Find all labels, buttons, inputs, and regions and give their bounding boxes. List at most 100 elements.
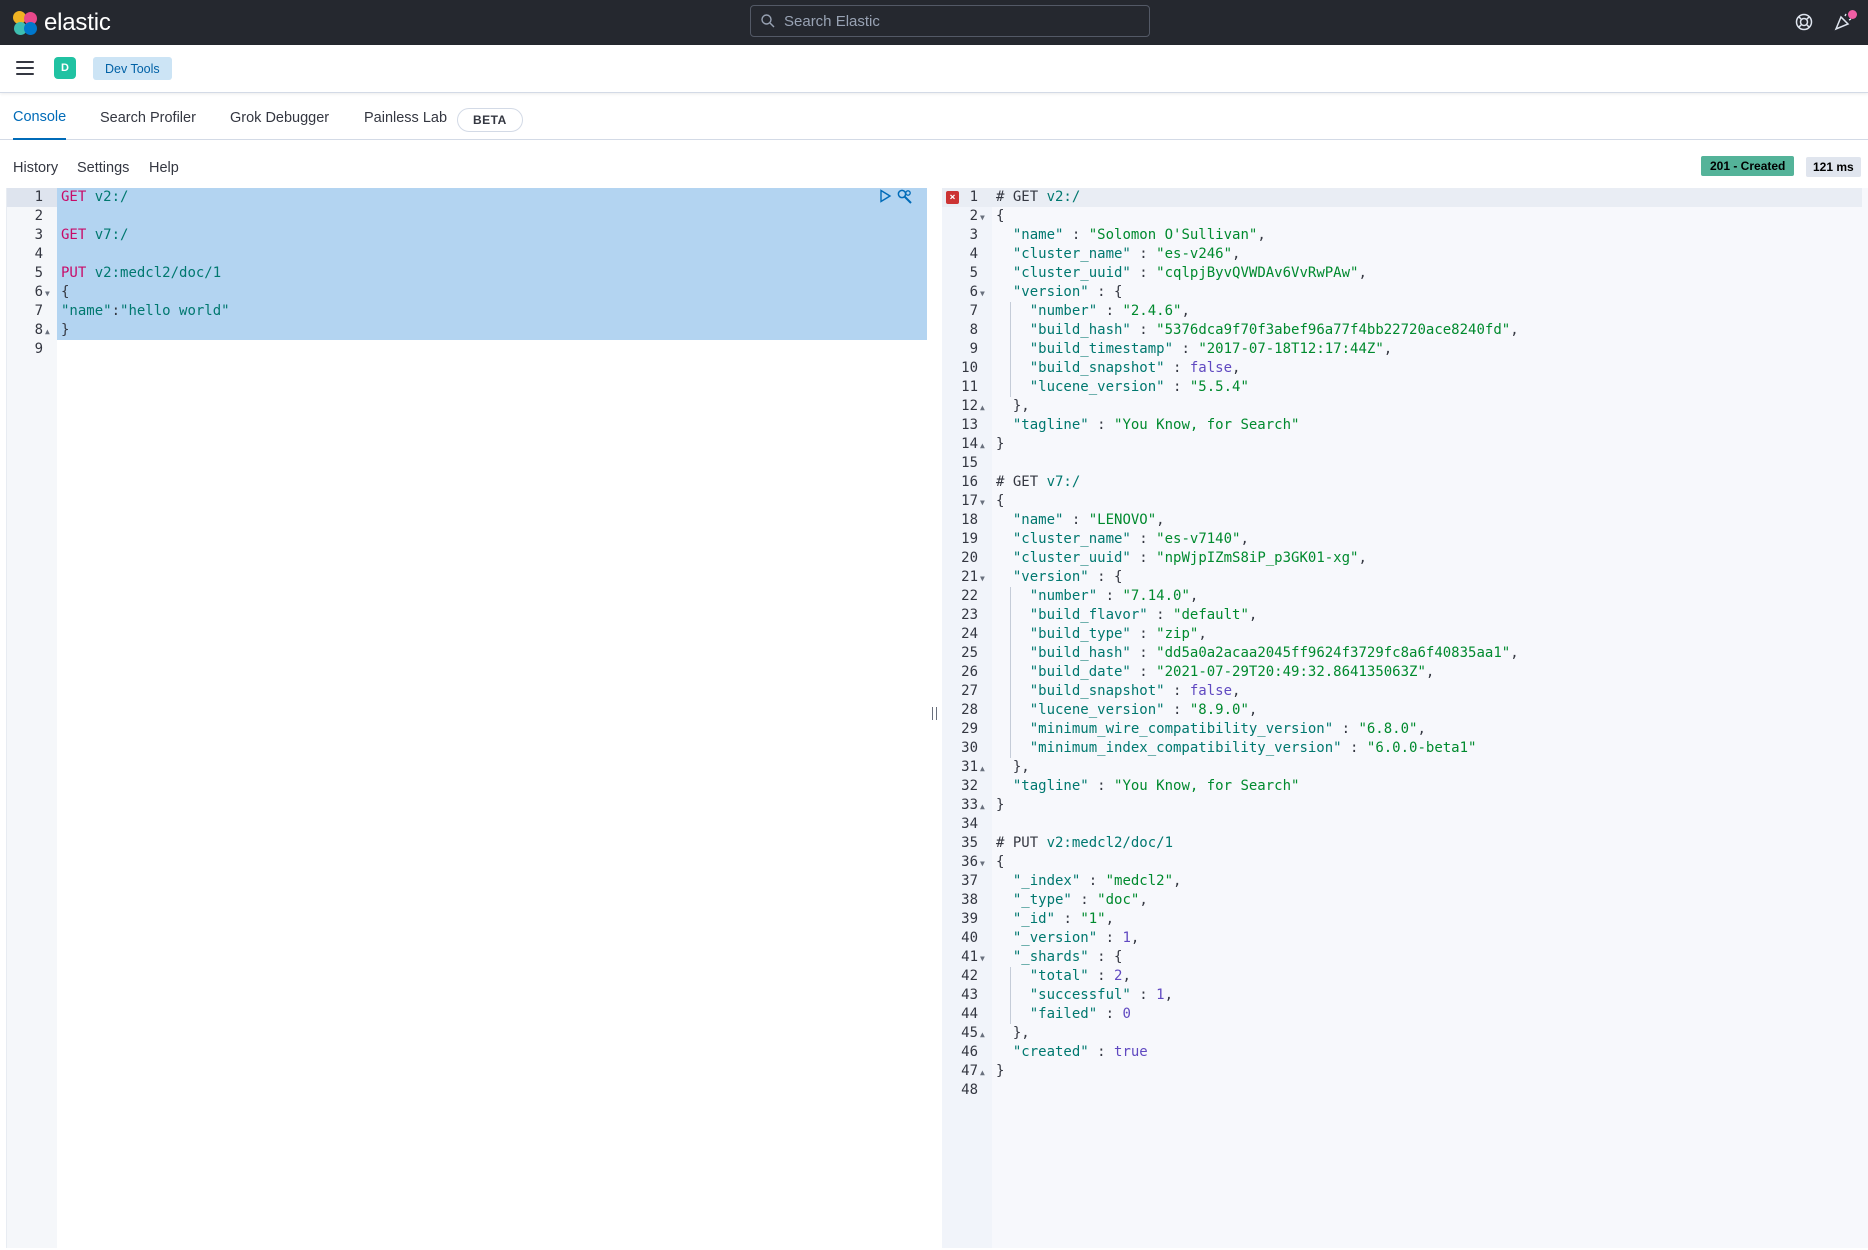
line-number: 11 <box>961 379 978 395</box>
settings-link[interactable]: Settings <box>77 160 130 176</box>
line-number: 3 <box>34 227 43 243</box>
indent-guide <box>1009 359 1011 378</box>
line-number: 9 <box>34 341 43 357</box>
code-line: "number" : "2.4.6", <box>1029 303 1190 319</box>
code-line: "version" : { <box>1012 284 1123 300</box>
code-line: "build_snapshot" : false, <box>1029 360 1241 376</box>
tab-grok-debugger[interactable]: Grok Debugger <box>230 110 330 126</box>
code-line: "name" : "Solomon O'Sullivan", <box>1012 227 1266 243</box>
code-line: GET v7:/ <box>61 227 129 243</box>
line-number: 31 <box>961 759 978 775</box>
fold-close-icon[interactable]: ▲ <box>980 1068 985 1077</box>
code-line: "build_date" : "2021-07-29T20:49:32.8641… <box>1029 664 1435 680</box>
line-number: 4 <box>34 246 43 262</box>
indent-guide <box>1009 986 1011 1005</box>
line-number: 28 <box>961 702 978 718</box>
line-number: 25 <box>961 645 978 661</box>
error-marker-icon[interactable]: × <box>946 191 959 204</box>
dev-tools-tabs: Console Search Profiler Grok Debugger Pa… <box>0 96 1868 140</box>
code-line: { <box>61 284 70 300</box>
search-input[interactable] <box>784 12 1124 30</box>
menu-icon[interactable] <box>16 61 34 75</box>
send-request-icon[interactable] <box>877 188 893 204</box>
line-number: 7 <box>969 303 978 319</box>
code-line: { <box>996 493 1005 509</box>
code-line: "successful" : 1, <box>1029 987 1174 1003</box>
app-header: D Dev Tools <box>0 45 1868 93</box>
indent-guide <box>1009 378 1011 397</box>
resize-handle[interactable] <box>932 707 937 720</box>
history-link[interactable]: History <box>13 160 59 176</box>
line-number: 39 <box>961 911 978 927</box>
code-line: GET v2:/ <box>61 189 129 205</box>
line-number: 40 <box>961 930 978 946</box>
tab-painless-lab[interactable]: Painless Lab <box>364 110 448 126</box>
code-line: # GET v2:/ <box>996 189 1081 205</box>
breadcrumb-dev-tools[interactable]: Dev Tools <box>93 57 172 80</box>
fold-close-icon[interactable]: ▲ <box>980 403 985 412</box>
indent-guide <box>1009 682 1011 701</box>
wrench-icon[interactable] <box>896 188 914 206</box>
global-header: elastic <box>0 0 1868 45</box>
line-number: 27 <box>961 683 978 699</box>
elastic-logo[interactable]: elastic <box>12 0 111 45</box>
fold-close-icon[interactable]: ▲ <box>980 764 985 773</box>
line-number: 4 <box>969 246 978 262</box>
indent-guide <box>1009 606 1011 625</box>
indent-guide <box>1009 644 1011 663</box>
code-line: "_type" : "doc", <box>1012 892 1148 908</box>
code-line: "build_hash" : "5376dca9f70f3abef96a77f4… <box>1029 322 1519 338</box>
indent-guide <box>1009 625 1011 644</box>
code-line: "minimum_wire_compatibility_version" : "… <box>1029 721 1426 737</box>
fold-close-icon[interactable]: ▲ <box>980 1030 985 1039</box>
fold-open-icon[interactable]: ▼ <box>980 498 985 507</box>
code-line: "build_snapshot" : false, <box>1029 683 1241 699</box>
line-number: 34 <box>961 816 978 832</box>
indent-guide <box>1009 967 1011 986</box>
line-number: 38 <box>961 892 978 908</box>
line-number: 16 <box>961 474 978 490</box>
line-number: 23 <box>961 607 978 623</box>
indent-guide <box>1009 1005 1011 1024</box>
indent-guide <box>1009 321 1011 340</box>
search-icon <box>761 14 775 28</box>
code-line: # GET v7:/ <box>996 474 1081 490</box>
fold-open-icon[interactable]: ▼ <box>980 574 985 583</box>
code-line: "version" : { <box>1012 569 1123 585</box>
notification-dot <box>1848 10 1857 19</box>
line-number: 43 <box>961 987 978 1003</box>
fold-open-icon[interactable]: ▼ <box>980 289 985 298</box>
indent-guide <box>1009 302 1011 321</box>
status-badge: 201 - Created <box>1701 156 1795 176</box>
code-line: "tagline" : "You Know, for Search" <box>1012 778 1300 794</box>
code-line: "cluster_uuid" : "cqlpjByvQVWDAv6VvRwPAw… <box>1012 265 1367 281</box>
code-line: "_index" : "medcl2", <box>1012 873 1182 889</box>
line-number: 6 <box>969 284 978 300</box>
indent-guide <box>1009 587 1011 606</box>
newsfeed-button[interactable] <box>1832 10 1857 34</box>
space-avatar[interactable]: D <box>54 57 76 79</box>
code-line: "total" : 2, <box>1029 968 1131 984</box>
fold-open-icon[interactable]: ▼ <box>980 213 985 222</box>
fold-close-icon[interactable]: ▲ <box>980 441 985 450</box>
fold-open-icon[interactable]: ▼ <box>980 859 985 868</box>
help-link[interactable]: Help <box>149 160 179 176</box>
global-search[interactable] <box>750 5 1150 37</box>
fold-close-icon[interactable]: ▲ <box>45 327 50 336</box>
tab-search-profiler[interactable]: Search Profiler <box>100 110 196 126</box>
code-line: }, <box>1012 759 1030 775</box>
tab-console[interactable]: Console <box>13 96 67 140</box>
response-gutter <box>942 188 992 1248</box>
line-number: 47 <box>961 1063 978 1079</box>
line-number: 20 <box>961 550 978 566</box>
line-number: 46 <box>961 1044 978 1060</box>
fold-close-icon[interactable]: ▲ <box>980 802 985 811</box>
fold-open-icon[interactable]: ▼ <box>980 954 985 963</box>
line-number: 7 <box>34 303 43 319</box>
help-icon[interactable] <box>1792 10 1816 34</box>
fold-open-icon[interactable]: ▼ <box>45 289 50 298</box>
code-line: { <box>996 208 1005 224</box>
line-number: 5 <box>34 265 43 281</box>
indent-guide <box>1009 720 1011 739</box>
